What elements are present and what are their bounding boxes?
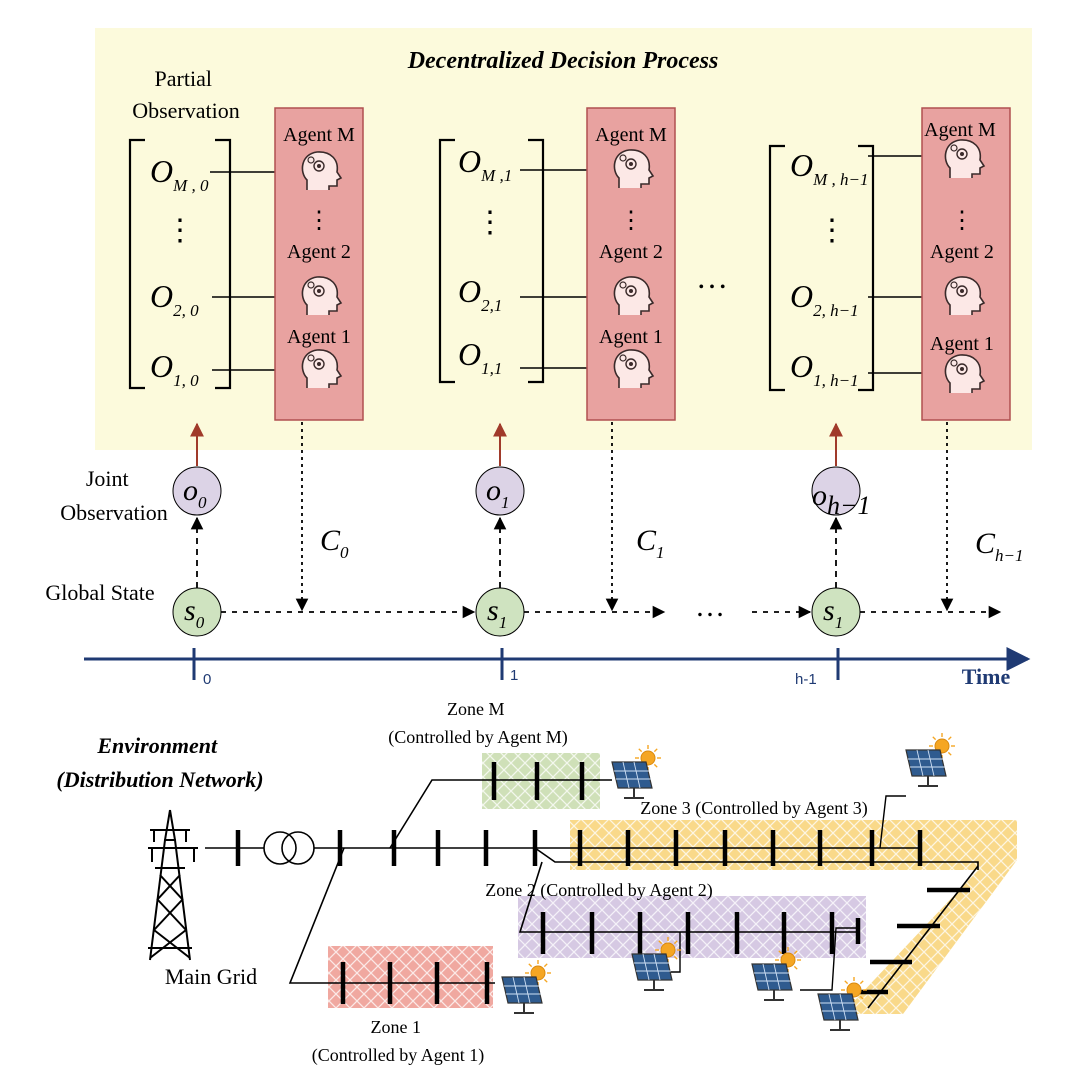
obs-agent-2: O2, 0 — [150, 278, 199, 320]
partial-observation-line1: Partial — [155, 66, 212, 91]
transition-ellipsis: … — [695, 590, 725, 623]
zone-1-label: Zone 1 (Controlled by Agent 1) — [312, 1017, 484, 1066]
zone-2-label: Zone 2 (Controlled by Agent 2) — [485, 880, 712, 901]
solar-panel-icon — [631, 937, 681, 991]
head-gear-icon — [944, 354, 986, 393]
obs-agent-2: O2,1 — [458, 273, 502, 315]
joint-observation-symbol: oh−1 — [812, 479, 871, 520]
buses — [235, 762, 970, 1004]
obs-bracket-right — [528, 138, 545, 384]
agent-head-icons — [301, 139, 986, 393]
joint-observation-symbol: o0 — [183, 474, 207, 512]
obs-bracket-left — [128, 138, 145, 390]
process-background — [95, 28, 1032, 450]
head-gear-icon — [613, 276, 655, 315]
agent-2-label: Agent 2 — [930, 241, 994, 263]
joint-observation-node — [475, 466, 525, 516]
time-tick-label: h-1 — [795, 671, 817, 688]
obs-dots: ⋮ — [817, 214, 847, 247]
obs-agent-m: OM ,1 — [458, 143, 512, 185]
obs-bracket-right — [858, 144, 875, 392]
global-state-symbol: s0 — [184, 594, 205, 632]
obs-dots: ⋮ — [475, 206, 505, 239]
time-axis-label: Time — [962, 664, 1011, 689]
head-gear-icon — [613, 149, 655, 188]
time-tick-label: 1 — [510, 667, 518, 684]
solar-panel-icon — [611, 745, 661, 799]
joint-observation-label: Joint Observation — [60, 466, 168, 525]
partial-observation-line2: Observation — [132, 98, 240, 123]
obs-bracket-right — [215, 138, 232, 390]
solar-panel-icon — [817, 977, 867, 1031]
obs-agent-m: OM , 0 — [150, 153, 209, 195]
environment-panel: Environment (Distribution Network) — [56, 699, 1017, 1066]
joint-observation-line2: Observation — [60, 500, 168, 525]
solar-panel-icon — [501, 960, 551, 1014]
obs-dots: ⋮ — [165, 214, 195, 247]
global-state-symbol: s1 — [487, 594, 507, 632]
decision-process-panel: Decentralized Decision Process Partial O… — [95, 28, 1032, 450]
agent-2-label: Agent 2 — [287, 241, 351, 263]
agent-dots: ⋮ — [950, 208, 974, 234]
agent-1-label: Agent 1 — [930, 333, 994, 355]
agent-m-label: Agent M — [283, 124, 355, 146]
head-gear-icon — [301, 151, 343, 190]
time-step-0: OM , 0 ⋮ O2, 0 O1, 0 Agent M ⋮ Agent 2 A… — [128, 107, 364, 688]
agent-m-label: Agent M — [595, 124, 667, 146]
cost-symbol: Ch−1 — [975, 527, 1024, 565]
zone-3-label: Zone 3 (Controlled by Agent 3) — [640, 798, 867, 819]
head-gear-icon — [944, 139, 986, 178]
zone-m-line2: (Controlled by Agent M) — [388, 727, 567, 748]
steps-ellipsis: … — [696, 259, 728, 295]
transmission-tower-icon — [148, 809, 198, 961]
head-gear-icon — [301, 349, 343, 388]
joint-observation-line1: Joint — [86, 466, 129, 491]
agent-2-label: Agent 2 — [599, 241, 663, 263]
zone-1-line2: (Controlled by Agent 1) — [312, 1045, 484, 1066]
pv-connections — [593, 779, 906, 991]
zone-m-line1: Zone M — [447, 699, 505, 719]
solar-panel-icon — [905, 733, 955, 787]
solar-panels — [501, 733, 955, 1031]
obs-agent-1: O1, h−1 — [790, 348, 859, 390]
process-title: Decentralized Decision Process — [407, 48, 719, 74]
cost-symbol: C1 — [636, 524, 665, 562]
environment-line1: Environment — [96, 733, 218, 758]
obs-agent-1: O1,1 — [458, 336, 502, 378]
obs-bracket-left — [768, 144, 785, 392]
transformer-coil-right — [281, 831, 315, 865]
agent-m-label: Agent M — [924, 119, 996, 141]
obs-agent-1: O1, 0 — [150, 348, 199, 390]
zone-1-line1: Zone 1 — [371, 1017, 421, 1037]
partial-observation-label: Partial Observation — [132, 66, 240, 123]
transformer-coil-left — [263, 831, 297, 865]
main-grid-label: Main Grid — [165, 964, 257, 989]
obs-agent-m: OM , h−1 — [790, 147, 869, 189]
joint-observation-node — [811, 466, 861, 516]
zone-m-label: Zone M (Controlled by Agent M) — [388, 699, 567, 748]
head-gear-icon — [301, 276, 343, 315]
time-tick-label: 0 — [203, 671, 211, 688]
solar-panel-icon — [751, 947, 801, 1001]
agent-1-label: Agent 1 — [287, 326, 351, 348]
agent-dots: ⋮ — [619, 208, 643, 234]
environment-label: Environment (Distribution Network) — [56, 733, 263, 792]
joint-observation-node — [172, 466, 222, 516]
joint-observation-symbol: o1 — [486, 474, 510, 512]
agent-1-label: Agent 1 — [599, 326, 663, 348]
cost-symbol: C0 — [320, 524, 349, 562]
obs-agent-2: O2, h−1 — [790, 278, 859, 320]
agent-dots: ⋮ — [307, 208, 331, 234]
head-gear-icon — [613, 349, 655, 388]
head-gear-icon — [944, 276, 986, 315]
obs-bracket-left — [438, 138, 455, 384]
environment-line2: (Distribution Network) — [56, 767, 263, 792]
global-state-label: Global State — [45, 580, 154, 605]
global-state-symbol: s1 — [823, 594, 843, 632]
